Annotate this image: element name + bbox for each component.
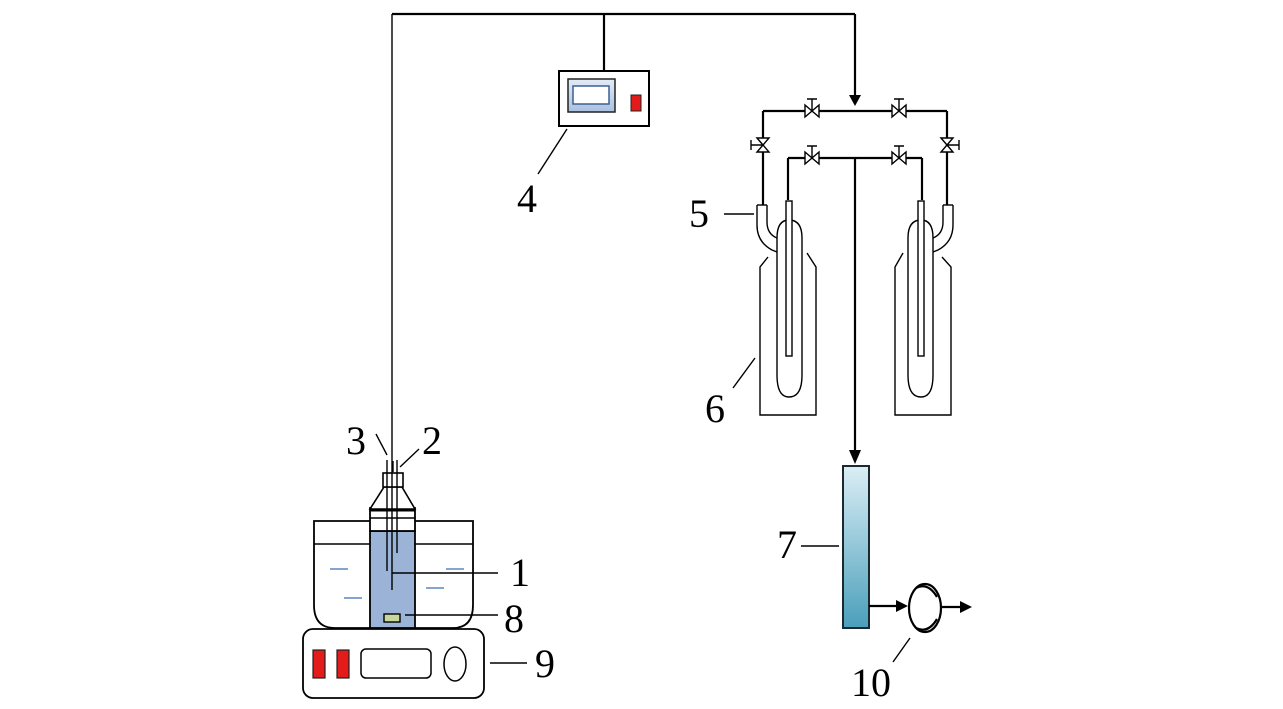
stirrer-display [360,648,432,679]
valves [750,98,960,166]
stir-bar [383,613,401,623]
drying-column [801,465,908,629]
controller-device [537,70,650,175]
reactor-vessel [368,433,498,629]
label-2: 2 [422,418,442,463]
arrow-down-icon [849,450,861,464]
label-5: 5 [689,191,709,236]
label-1: 1 [510,550,530,595]
stirrer-button-2 [336,649,350,679]
label-7: 7 [777,522,797,567]
valve-icon[interactable] [891,98,907,119]
label-8: 8 [504,596,524,641]
indicator-light [630,94,642,112]
signal-wiring [391,12,861,460]
valve-icon[interactable] [804,98,820,119]
label-10: 10 [851,660,891,705]
magnetic-stirrer [302,628,527,699]
stirrer-button-1 [312,649,326,679]
label-6: 6 [705,386,725,431]
arrow-right-icon [896,600,908,612]
label-4: 4 [517,176,537,221]
arrow-right-icon [960,601,972,613]
valve-icon[interactable] [891,145,907,166]
gas-washing-bottle-left [724,200,817,416]
stirrer-knob [443,646,467,682]
label-9: 9 [535,641,555,686]
gas-washing-bottle-right [894,200,954,416]
label-3: 3 [346,418,366,463]
valve-icon[interactable] [750,137,771,153]
valve-icon[interactable] [804,145,820,166]
arrow-down-icon [849,95,861,106]
valve-icon[interactable] [939,137,960,153]
pump [892,582,972,663]
